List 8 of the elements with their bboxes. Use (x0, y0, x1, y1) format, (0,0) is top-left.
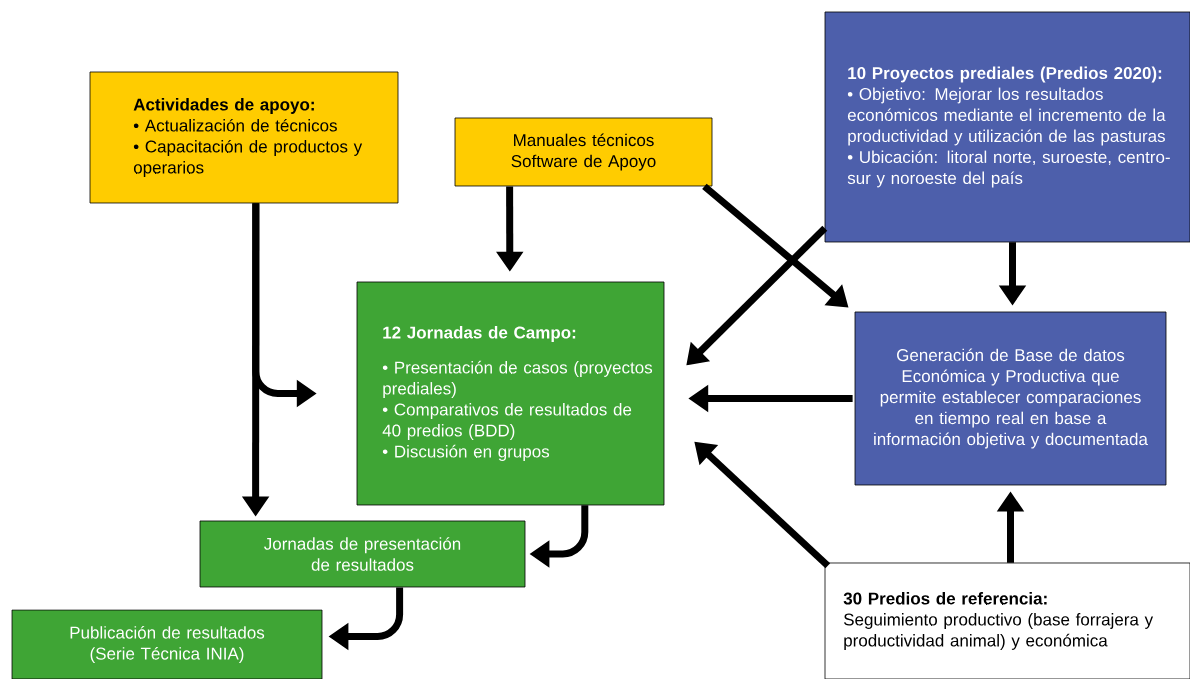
process-box: Manuales técnicos Software de Apoyo (454, 117, 713, 187)
process-box: Jornadas de presentación de resultados (199, 520, 526, 588)
process-box: Publicación de resultados (Serie Técnica INIA) (11, 609, 323, 679)
process-box: 12 Jornadas de Campo: • Presentación de casos (proyectos prediales) • Comparativos de resultados de 40 predios (BDD) • Discusión en grupos (356, 281, 665, 506)
process-box: Actividades de apoyo: • Actualización de técnicos • Capacitación de productos y operarios (89, 71, 399, 204)
process-box: Generación de Base de datos Económica y Productiva que permite establecer comparaciones en tiempo real en base a información objetiva y documentada (854, 311, 1167, 486)
process-box: 30 Predios de referencia: Seguimiento productivo (base forrajera y productividad animal) y económica (824, 562, 1190, 679)
process-box: 10 Proyectos prediales (Predios 2020): • Objetivo: Mejorar los resultados económicos mediante el incremento de la productividad y utilización de las pasturas • Ubicación: litoral norte, suroeste, centro-sur y noroeste del país (824, 11, 1190, 243)
